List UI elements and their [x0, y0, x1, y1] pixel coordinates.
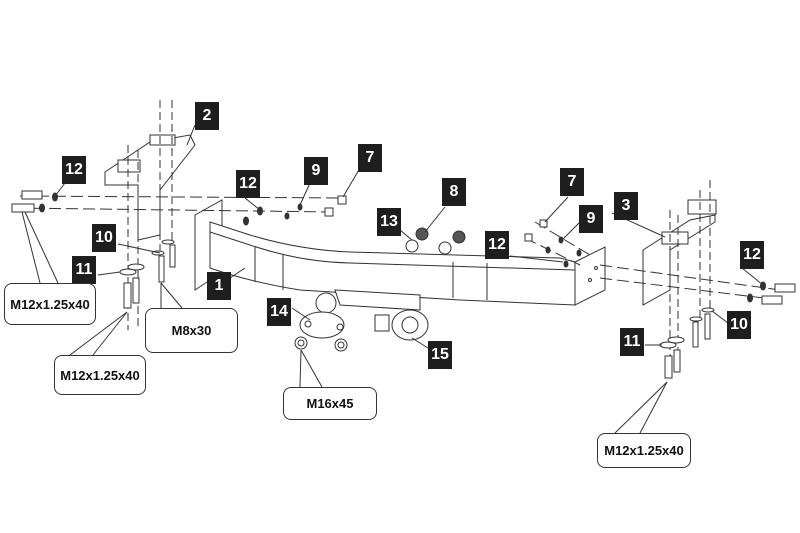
right-bolts [524, 219, 796, 379]
part-number-3: 3 [614, 192, 638, 220]
nuts-and-washers [405, 227, 466, 255]
part-number-12: 12 [740, 241, 764, 269]
part-number-11: 11 [72, 256, 96, 284]
left-bolts [11, 190, 347, 309]
bolt-spec-callout: M12x1.25x40 [597, 433, 691, 468]
bolt-spec-callout: M8x30 [145, 308, 238, 353]
part-number-7: 7 [358, 144, 382, 172]
part-number-1: 1 [207, 272, 231, 300]
part-number-15: 15 [428, 341, 452, 369]
bolt-spec-callout: M16x45 [283, 387, 377, 420]
part-number-12: 12 [236, 170, 260, 198]
part-number-8: 8 [442, 178, 466, 206]
part-number-9: 9 [579, 205, 603, 233]
bolt-spec-callout: M12x1.25x40 [54, 355, 146, 395]
cross-beam [194, 199, 606, 306]
part-number-11: 11 [620, 328, 644, 356]
part-number-14: 14 [267, 298, 291, 326]
bolt-spec-callout: M12x1.25x40 [4, 283, 96, 325]
part-number-13: 13 [377, 208, 401, 236]
leader-lines [21, 124, 764, 434]
tow-ball-assembly [294, 289, 421, 352]
right-bracket [642, 180, 717, 360]
part-number-10: 10 [92, 224, 116, 252]
part-number-10: 10 [727, 311, 751, 339]
part-number-2: 2 [195, 102, 219, 130]
part-number-12: 12 [485, 231, 509, 259]
part-number-12: 12 [62, 156, 86, 184]
left-bracket [104, 100, 196, 330]
electrical-socket [374, 309, 429, 341]
part-number-7: 7 [560, 168, 584, 196]
part-number-9: 9 [304, 157, 328, 185]
